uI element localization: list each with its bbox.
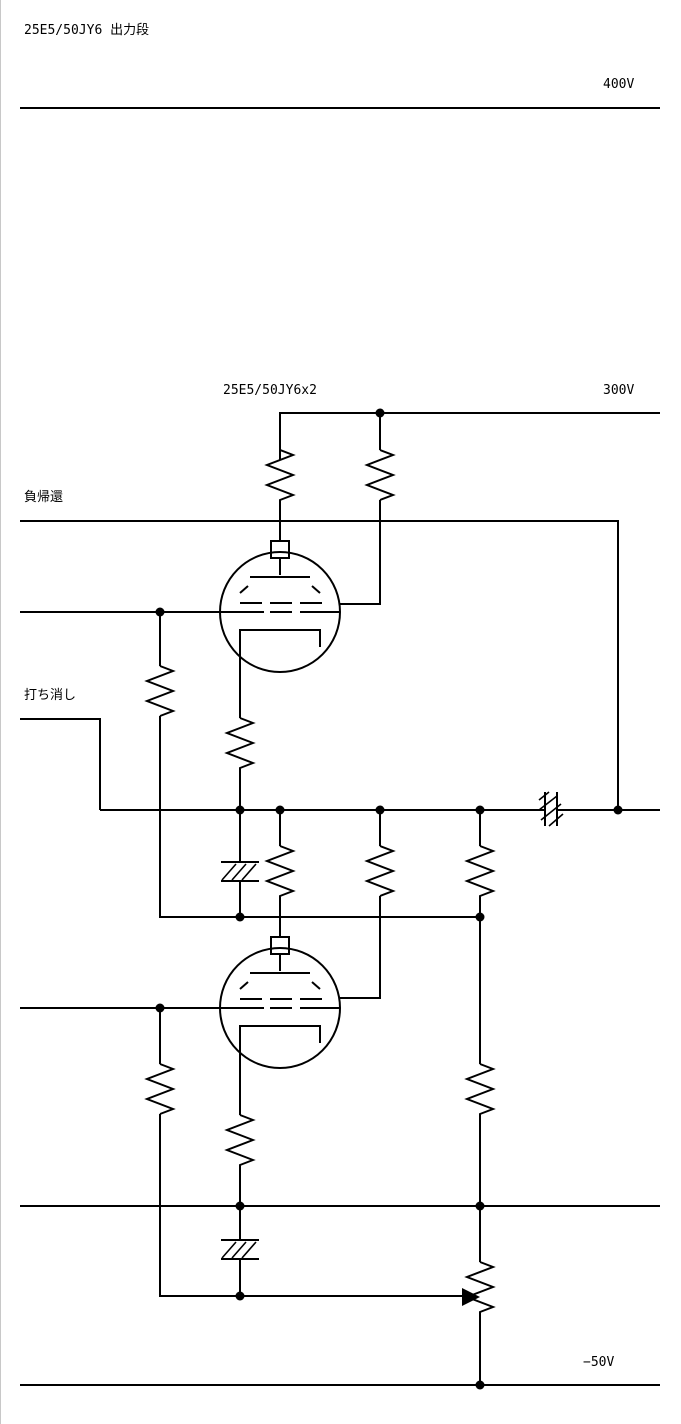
- upper-screen-resistor: [364, 449, 396, 501]
- bias-potentiometer: [462, 1261, 496, 1385]
- output-coupling-capacitor: [538, 791, 564, 827]
- feedback-label: 負帰還: [24, 489, 63, 505]
- junction-dots: [155, 408, 623, 1390]
- diagram-title: 25E5/50JY6 出力段: [24, 23, 149, 38]
- lower-cathode-capacitor: [221, 1239, 259, 1296]
- upper-grid-resistor: [144, 665, 176, 717]
- upper-tube: [219, 540, 341, 673]
- bias-resistor-middle: [464, 1063, 496, 1262]
- lower-grid-resistor: [144, 1063, 176, 1115]
- rail-label-neg50v: −50V: [583, 1355, 614, 1370]
- lower-cathode-resistor: [224, 1114, 256, 1240]
- potentiometer-wiper-arrow: [462, 1288, 480, 1306]
- rail-label-400v: 400V: [603, 77, 634, 92]
- lower-tube: [219, 936, 341, 1069]
- upper-screen-wire: [340, 500, 381, 605]
- cancel-label: 打ち消し: [24, 688, 76, 703]
- lower-screen-resistor: [364, 845, 396, 897]
- upper-cathode-resistor: [224, 717, 256, 810]
- lower-grid-bias-wire: [159, 1114, 462, 1297]
- rail-300v: [279, 412, 660, 460]
- upper-plate-resistor: [264, 448, 296, 503]
- bias-resistor-top: [464, 845, 496, 1064]
- lower-screen-wire: [340, 896, 381, 999]
- upper-grid-bias-wire: [159, 716, 480, 918]
- tube-label: 25E5/50JY6x2: [223, 383, 317, 398]
- feedback-wire: [20, 520, 619, 810]
- cancel-wire: [20, 718, 101, 810]
- rail-label-300v: 300V: [603, 383, 634, 398]
- lower-plate-resistor: [264, 845, 296, 937]
- upper-cathode-capacitor: [221, 810, 259, 917]
